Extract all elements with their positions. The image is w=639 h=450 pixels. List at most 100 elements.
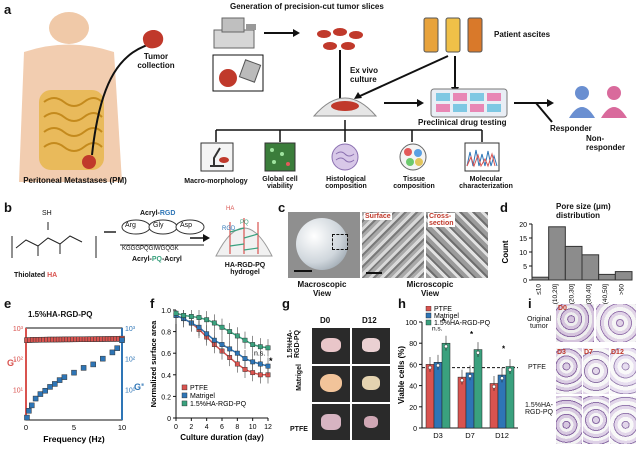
e-x-axis-label: Frequency (Hz) [43,434,105,444]
h-x-tick-label: D3 [433,431,443,440]
tissue-composition-icon [399,143,427,171]
h-legend-label: 1.5%HA-RGD-PQ [434,320,491,327]
f-x-tick-label: 8 [235,424,239,431]
viability-icon [264,142,296,172]
h-data-point [468,374,472,378]
f-point [234,361,240,367]
f-point [265,345,271,351]
f-point [211,320,217,326]
tumor-collection-label: Tumor collection [137,52,175,70]
d-y-tick-label: 20 [519,222,527,229]
h-data-point [444,344,448,349]
f-x-tick-label: 12 [264,424,272,431]
readout-histology: Histological composition [325,176,367,190]
rgd-peptide-icon [121,219,205,235]
readout-tissue: Tissue composition [393,176,435,190]
e-g-double-prime-point [24,414,30,421]
f-y-tick-label: 1.0 [161,308,171,315]
h-legend-swatch [425,312,432,319]
h-legend-swatch [425,319,432,326]
panel-d-letter: d [500,200,508,215]
readout-molecular: Molecular characterization [459,176,513,190]
h-x-tick-label: D12 [495,431,509,440]
h-y-tick-label: 80 [409,341,417,348]
arg-label: Arg [125,222,136,229]
arrow-to-slices [264,29,300,37]
f-y-axis-label: Normalized surface area [149,320,158,408]
e-g-double-prime-point [56,377,63,383]
ex-vivo-label: Ex vivo culture [350,66,379,84]
panel-i-letter: i [528,296,532,311]
d-y-tick-label: 10 [519,250,527,257]
f-y-tick-label: 0.4 [161,373,171,380]
h-annotation: * [502,345,506,354]
acryl-pq-label: Acryl-PQ-Acryl [132,256,182,263]
f-legend-swatch [181,392,188,399]
rheology-title: 1.5%HA-RGD-PQ [28,310,93,319]
slices-title: Generation of precision-cut tumor slices [230,2,384,11]
d-x-tick-label: (10,20] [552,284,559,304]
g-row-ptfe: PTFE [290,426,308,433]
readout-tree [215,120,483,142]
h-bar [465,372,475,429]
e-x-tick-label: 10 [118,423,126,432]
d-y-tick-label: 5 [523,264,527,271]
tumor-site-icon [82,155,96,169]
d-y-tick-label: 15 [519,236,527,243]
d-bar [564,245,583,281]
ascites-tubes-icon [423,17,483,53]
d-bar [581,254,600,281]
f-y-tick-label: 0.2 [161,394,171,401]
e-g-double-prime-point [47,384,53,390]
non-responder-label: Non-responder [586,134,626,152]
reaction-arrow [190,234,210,242]
e-g-double-prime-point [29,402,35,409]
f-x-tick-label: 0 [174,424,178,431]
d-bar [598,273,616,281]
e-g-double-prime-point [52,381,58,387]
plus-icon [104,231,116,233]
e-g-double-prime-point [71,369,77,376]
readout-macro: Macro-morphology [184,178,248,185]
g-col-d0: D0 [320,316,331,325]
e-g-double-prime-point [119,337,125,343]
h-x-tick-label: D7 [465,431,475,440]
d-x-tick-label: >50 [619,284,626,295]
d-x-tick-label: ≤10 [535,284,542,295]
h-y-tick-label: 60 [409,362,417,369]
f-star-annotation: * [269,356,273,366]
h-data-point [428,365,432,370]
cross-section-sem-image: Cross- section [426,212,488,278]
d-bar [531,276,550,281]
f-x-tick-label: 6 [220,424,224,431]
e-left-tick-label: 10¹ [13,387,24,394]
sequencing-icon [464,142,500,172]
surface-sem-image: Surface [362,212,424,278]
e-left-tick-label: 10³ [13,326,24,333]
acryl-rgd-label: Acryl-RGD [140,210,176,217]
d-y-tick-label: 0 [523,278,527,285]
f-x-tick-label: 2 [189,424,193,431]
hydrogel-label: HA-RGD-PQ hydrogel [224,262,266,276]
histology-grid: D0 D3 D7 D12 [556,304,638,446]
panel-f-letter: f [150,296,155,311]
d-y-axis-label: Count [501,240,510,263]
e-right-tick-label: 10² [125,357,136,364]
f-y-tick-label: 0.8 [161,330,171,337]
f-point [204,317,210,323]
gly-label: Gly [153,222,164,229]
f-point [219,324,225,330]
g-col-d12: D12 [362,316,377,325]
tissue-photo-grid [312,328,392,442]
slices-icon [317,28,363,50]
f-point [265,363,271,369]
f-legend-label: Matrigel [190,393,215,400]
h-data-point [492,384,496,389]
f-point [173,310,179,316]
hydrogel-network-icon [215,218,273,257]
e-g-double-prime-point [32,395,39,402]
f-point [227,346,233,352]
histology-icon [331,143,359,171]
e-right-tick-label: 10³ [125,326,136,333]
